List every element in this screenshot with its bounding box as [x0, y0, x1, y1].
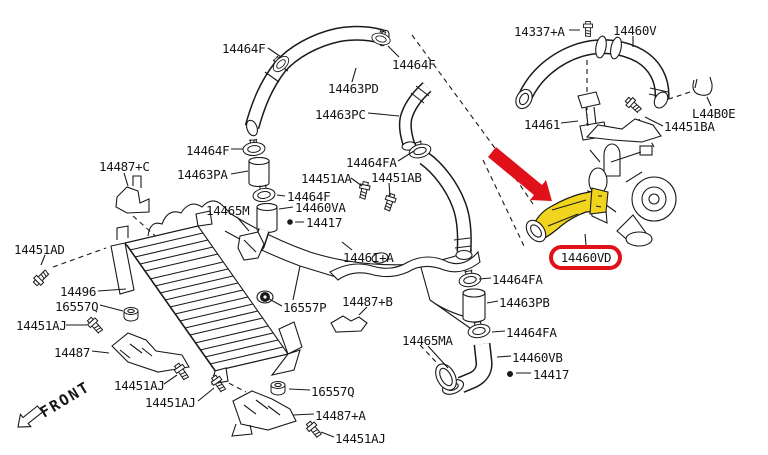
bracket-14487-hatch	[119, 343, 153, 359]
part-label-14461a[interactable]: 14461+A	[343, 250, 395, 265]
bolt-14417-2-icon	[507, 371, 513, 377]
intercooler-left-tank	[110, 225, 135, 295]
part-label-14460v[interactable]: 14460V	[613, 23, 657, 38]
front-arrow-icon	[17, 405, 44, 428]
highlighted-part-badge[interactable]: 14460VD	[549, 245, 622, 270]
part-label-14451aj-4[interactable]: 14451AJ	[335, 431, 386, 446]
part-label-14464f-3[interactable]: 14464F	[186, 143, 230, 158]
bracket-14487c	[115, 175, 150, 214]
part-label-14451ab[interactable]: 14451AB	[371, 170, 422, 185]
part-label-14487b[interactable]: 14487+B	[342, 294, 393, 309]
part-label-14487[interactable]: 14487	[54, 345, 90, 360]
turbocharger-drawing	[585, 118, 677, 247]
part-label-14451aa[interactable]: 14451AA	[301, 171, 353, 186]
intercooler-front-edge	[126, 244, 218, 374]
part-label-14487c[interactable]: 14487+C	[99, 159, 150, 174]
hose-14460v	[515, 35, 670, 110]
bolt-14417-1-icon	[287, 219, 293, 225]
part-label-14464fa-2[interactable]: 14464FA	[492, 272, 544, 287]
hose-lower-14463	[419, 151, 473, 261]
part-label-14463pb[interactable]: 14463PB	[499, 295, 550, 310]
part-label-14451aj-2[interactable]: 14451AJ	[114, 378, 165, 393]
bolt-14451aj-1-icon	[85, 315, 105, 336]
part-label-14465m[interactable]: 14465M	[206, 203, 250, 218]
pipe-14463pa	[248, 156, 270, 188]
part-labels: 14464F 14463PD 14463PC 14464F 14337+A 14…	[14, 23, 736, 446]
part-label-14460va[interactable]: 14460VA	[295, 200, 347, 215]
bracket-14487b	[330, 315, 368, 333]
highlight-arrow-icon	[488, 147, 552, 201]
part-label-16557q-2[interactable]: 16557Q	[311, 384, 355, 399]
leader-lines	[40, 29, 712, 438]
intercooler-14496	[110, 210, 303, 385]
part-label-14451ba[interactable]: 14451BA	[664, 119, 716, 134]
part-label-14464f-4[interactable]: 14464F	[287, 189, 331, 204]
bolt-14451ad-icon	[31, 267, 52, 288]
bracket-14461a-hole	[371, 252, 389, 264]
bolt-14451ba-icon	[623, 95, 644, 115]
grommet-16557p-icon	[256, 290, 274, 304]
part-14460vd-details	[547, 195, 602, 227]
part-label-14463pa[interactable]: 14463PA	[177, 167, 229, 182]
grommet-16557q-2-icon	[270, 381, 286, 396]
part-label-14451ad[interactable]: 14451AD	[14, 242, 65, 257]
part-14460vd-opening-inner	[530, 224, 542, 238]
highlight-badge-outline	[549, 245, 622, 270]
part-label-14337a[interactable]: 14337+A	[514, 24, 566, 39]
part-label-14461[interactable]: 14461	[524, 117, 560, 132]
part-label-14465ma[interactable]: 14465MA	[402, 333, 454, 348]
part-label-14464f-2[interactable]: 14464F	[392, 57, 436, 72]
front-label: FRONT	[37, 378, 94, 422]
part-label-l44b0e[interactable]: L44B0E	[692, 106, 736, 121]
part-label-14451aj-3[interactable]: 14451AJ	[145, 395, 196, 410]
part-label-14464f-1[interactable]: 14464F	[222, 41, 266, 56]
part-label-14451aj-1[interactable]: 14451AJ	[16, 318, 67, 333]
part-label-14417-1[interactable]: 14417	[306, 215, 342, 230]
intercooler-right-tank	[270, 321, 303, 376]
grommet-16557q-1-icon	[123, 307, 139, 322]
part-label-14464fa-1[interactable]: 14464FA	[346, 155, 398, 170]
part-label-14460vd[interactable]: 14460VD	[561, 250, 612, 265]
highlighted-part-14460vd[interactable]	[522, 187, 609, 245]
ring-14465ma	[435, 363, 457, 391]
hose-14463pc	[398, 82, 432, 151]
pipe-14463pb	[462, 288, 486, 323]
part-14460vd-flange[interactable]	[589, 187, 609, 215]
duct-14465m	[237, 231, 265, 261]
intercooler-fins	[124, 225, 289, 372]
part-label-14463pd[interactable]: 14463PD	[328, 81, 379, 96]
bracket-14487	[111, 332, 190, 373]
bolt-14337a-icon	[583, 20, 593, 38]
part-label-14417-2[interactable]: 14417	[533, 367, 569, 382]
bracket-14487a-hatch	[243, 399, 281, 416]
bracket-14487a	[231, 390, 297, 437]
part-label-14464fa-3[interactable]: 14464FA	[506, 325, 558, 340]
assembly-dashed-lines	[52, 34, 691, 393]
part-label-16557q-1[interactable]: 16557Q	[55, 299, 99, 314]
part-label-16557p[interactable]: 16557P	[283, 300, 327, 315]
clip-l44b0e	[692, 76, 713, 96]
part-label-14460vb[interactable]: 14460VB	[512, 350, 563, 365]
part-label-14496[interactable]: 14496	[60, 284, 96, 299]
bracket-14461a	[329, 250, 481, 281]
part-label-14487a[interactable]: 14487+A	[315, 408, 367, 423]
part-label-14463pc[interactable]: 14463PC	[315, 107, 366, 122]
